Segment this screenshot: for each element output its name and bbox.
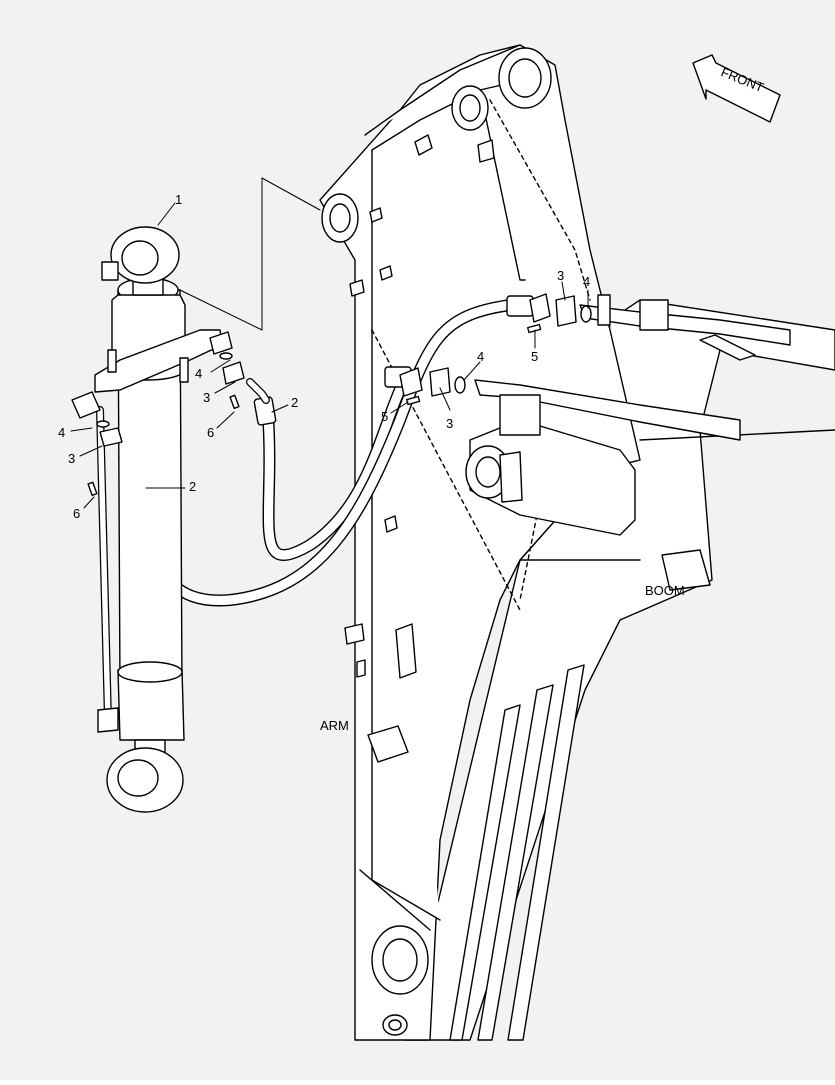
callout-3-arm-lower: 3 [446, 416, 453, 431]
label-boom: BOOM [645, 583, 685, 598]
arm [319, 44, 641, 1041]
small-parts [71, 54, 781, 497]
callout-3-arm-upper: 3 [557, 268, 564, 283]
callout-5-lower: 5 [381, 409, 388, 424]
front-arrow-icon [692, 54, 781, 123]
callout-3-cyl-upper: 3 [203, 390, 210, 405]
callout-4-cyl-upper: 4 [195, 366, 202, 381]
callout-6-lower: 6 [73, 506, 80, 521]
arm-cylinder [94, 226, 223, 813]
callout-numbers: 1 2 2 3 3 3 3 4 4 4 4 5 5 6 6 [58, 192, 590, 521]
callout-4-arm-upper: 4 [583, 274, 590, 289]
callout-6-upper: 6 [207, 425, 214, 440]
callout-4-arm-lower: 4 [477, 349, 484, 364]
label-arm: ARM [320, 718, 349, 733]
callout-2-lower: 2 [189, 479, 196, 494]
boom-cylinder-head [465, 419, 636, 536]
callout-2-upper: 2 [291, 395, 298, 410]
callout-4-cyl-lower: 4 [58, 425, 65, 440]
callout-3-cyl-lower: 3 [68, 451, 75, 466]
leader-lines [70, 177, 589, 509]
arm-cushion-block [367, 725, 409, 763]
callout-1: 1 [175, 192, 182, 207]
callout-5-upper: 5 [531, 349, 538, 364]
boom-hydraulic-lines [474, 294, 791, 441]
arm-wear-block [395, 623, 417, 679]
